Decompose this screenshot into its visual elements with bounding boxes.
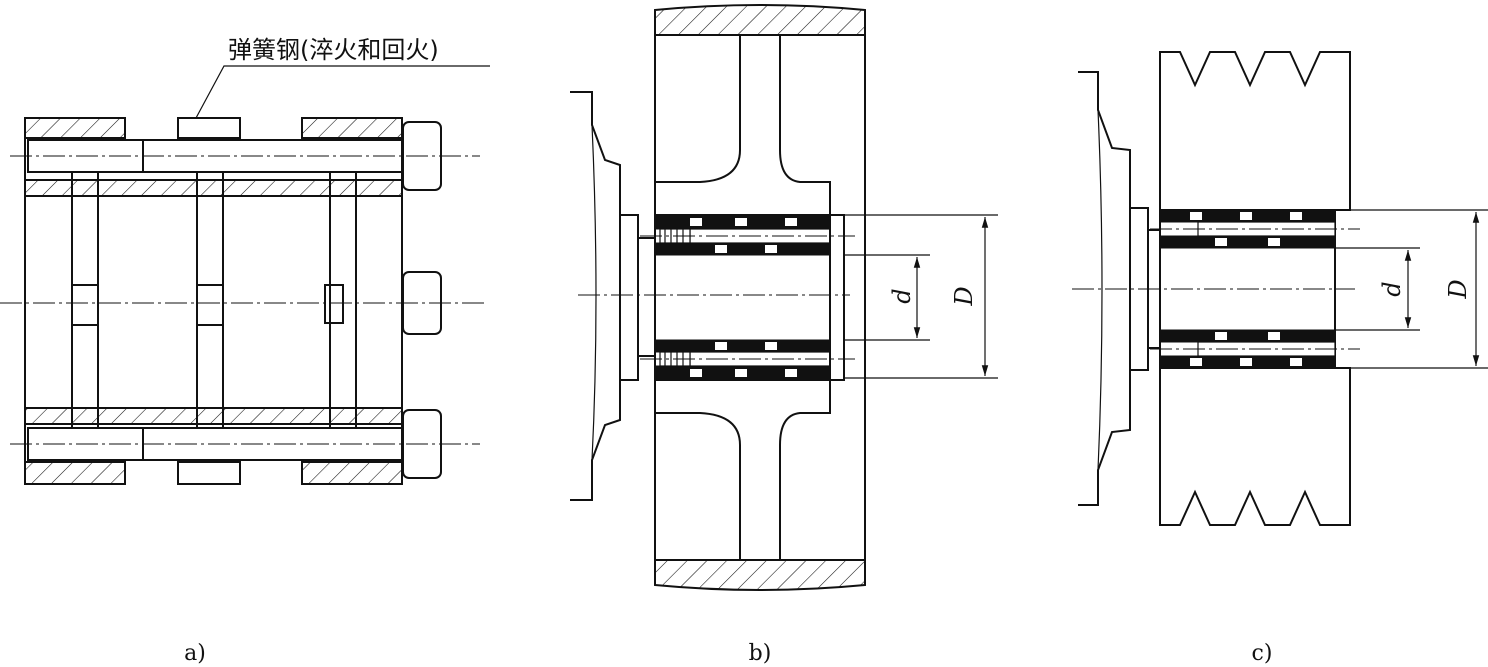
caption-c: c) bbox=[1252, 641, 1273, 666]
caption-b: b) bbox=[749, 641, 772, 666]
dimension-label-D-c: D bbox=[1444, 279, 1472, 299]
dimension-label-d-b: d bbox=[888, 288, 916, 303]
panel-b-drawing bbox=[570, 4, 998, 591]
material-annotation: 弹簧钢(淬火和回火) bbox=[228, 36, 439, 64]
caption-a: a) bbox=[184, 641, 206, 666]
panel-a-drawing bbox=[0, 65, 490, 485]
panel-c-drawing bbox=[1072, 51, 1488, 526]
dimension-label-d-c: d bbox=[1378, 281, 1406, 296]
dimension-label-D-b: D bbox=[950, 286, 978, 306]
